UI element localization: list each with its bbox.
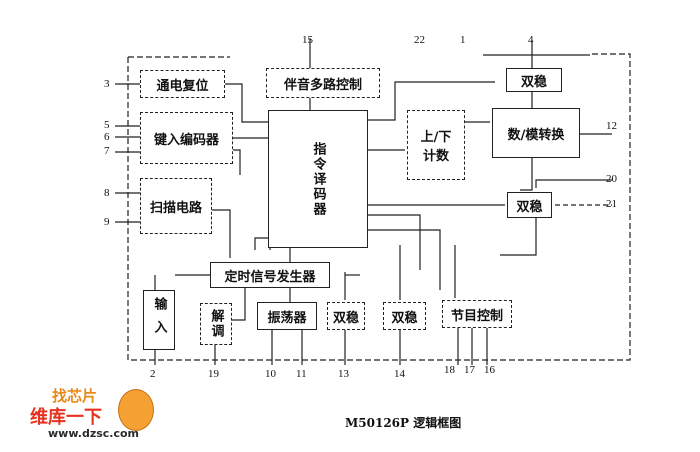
block-updown-counter: 上/下计数 xyxy=(407,110,465,180)
block-label: 输入 xyxy=(151,297,167,343)
block-bistable-right: 双稳 xyxy=(507,192,552,218)
block-label: 通电复位 xyxy=(156,78,209,94)
block-program-control: 节目控制 xyxy=(442,300,512,328)
block-label: 解调 xyxy=(208,309,224,339)
block-label: 双稳 xyxy=(516,199,543,215)
pin-11: 11 xyxy=(296,368,307,380)
block-dac: 数/模转换 xyxy=(492,108,580,158)
pin-22: 22 xyxy=(414,34,425,46)
pin-10: 10 xyxy=(265,368,276,380)
pin-5: 5 xyxy=(104,119,110,131)
pin-14: 14 xyxy=(394,368,405,380)
block-label: 振荡器 xyxy=(267,310,307,326)
block-bistable-bottom-2: 双稳 xyxy=(383,302,426,330)
pin-4: 4 xyxy=(528,34,534,46)
block-demodulator: 解调 xyxy=(200,303,232,345)
pin-13: 13 xyxy=(338,368,349,380)
pin-20: 20 xyxy=(606,173,617,185)
block-label: 上/下计数 xyxy=(420,130,452,164)
block-power-reset: 通电复位 xyxy=(140,70,225,98)
pin-6: 6 xyxy=(104,131,110,143)
watermark-url: www.dzsc.com xyxy=(48,427,140,440)
pin-12: 12 xyxy=(606,120,617,132)
pin-21: 21 xyxy=(606,198,617,210)
block-label: 指令译码器 xyxy=(310,141,326,217)
watermark-middle-text: 维库一下 xyxy=(30,407,102,428)
block-label: 节目控制 xyxy=(450,308,503,324)
pin-17: 17 xyxy=(464,364,475,376)
block-timing-generator: 定时信号发生器 xyxy=(210,262,330,288)
block-key-encoder: 键入编码器 xyxy=(140,112,233,164)
watermark-top-text: 找芯片 xyxy=(52,387,98,405)
block-audio-mux: 伴音多路控制 xyxy=(266,68,380,98)
pin-16: 16 xyxy=(484,364,495,376)
pin-19: 19 xyxy=(208,368,219,380)
pin-7: 7 xyxy=(104,145,110,157)
diagram-caption: M50126P 逻辑框图 xyxy=(345,416,462,430)
block-label: 定时信号发生器 xyxy=(224,269,316,285)
block-label: 伴音多路控制 xyxy=(283,77,362,93)
pin-18: 18 xyxy=(444,364,455,376)
block-label: 扫描电路 xyxy=(149,200,202,216)
block-oscillator: 振荡器 xyxy=(257,302,317,330)
block-bistable-bottom-1: 双稳 xyxy=(327,302,365,330)
pin-9: 9 xyxy=(104,216,110,228)
pin-15: 15 xyxy=(302,34,313,46)
block-label: 双稳 xyxy=(391,310,418,326)
pin-1: 1 xyxy=(460,34,466,46)
pin-8: 8 xyxy=(104,187,110,199)
block-label: 双稳 xyxy=(520,74,547,90)
pin-2: 2 xyxy=(150,368,156,380)
block-input: 输入 xyxy=(143,290,175,350)
block-bistable-top: 双稳 xyxy=(506,68,562,92)
mascot-icon xyxy=(118,389,154,431)
block-instruction-decoder: 指令译码器 xyxy=(268,110,368,248)
pin-3: 3 xyxy=(104,78,110,90)
watermark-logo: 找芯片 维库一下 www.dzsc.com xyxy=(30,385,160,445)
block-label: 键入编码器 xyxy=(153,132,219,148)
block-label: 双稳 xyxy=(332,310,359,326)
block-scan-circuit: 扫描电路 xyxy=(140,178,212,234)
block-label: 数/模转换 xyxy=(507,127,565,143)
